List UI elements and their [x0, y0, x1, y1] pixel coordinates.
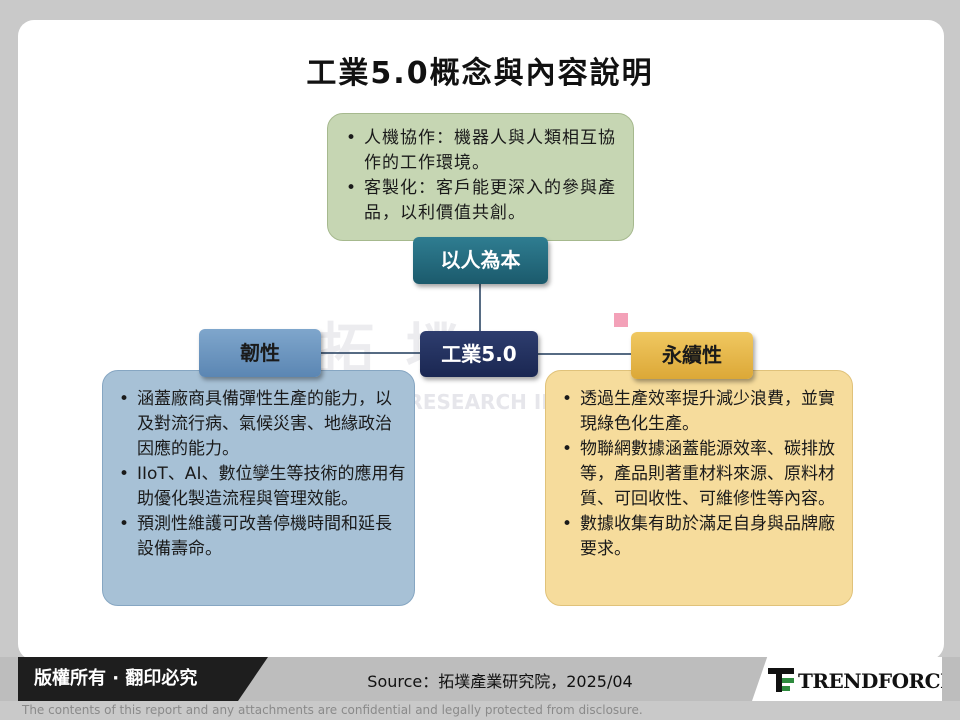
list-item: IIoT、AI、數位孿生等技術的應用有助優化製造流程與管理效能。 — [115, 462, 406, 512]
human-centric-node: 以人為本 — [413, 237, 548, 284]
trendforce-mark-icon — [768, 668, 794, 692]
list-item: 數據收集有助於滿足自身與品牌廠要求。 — [558, 512, 846, 562]
copyright-label: 版權所有 · 翻印必究 — [18, 657, 268, 701]
human-centric-box: 人機協作：機器人與人類相互協作的工作環境。 客製化：客戶能更深入的參與產品，以利… — [327, 113, 634, 241]
sustainability-box: 透過生產效率提升減少浪費，並實現綠色化生產。 物聯網數據涵蓋能源效率、碳排放等，… — [545, 370, 853, 606]
trendforce-logo: TRENDFORCE — [752, 657, 942, 701]
industry-5-node: 工業5.0 — [420, 331, 538, 377]
list-item: 物聯網數據涵蓋能源效率、碳排放等，產品則著重材料來源、原料材質、可回收性、可維修… — [558, 437, 846, 512]
resilience-node: 韌性 — [199, 329, 321, 377]
list-item: 預測性維護可改善停機時間和延長設備壽命。 — [115, 512, 406, 562]
list-item: 人機協作：機器人與人類相互協作的工作環境。 — [342, 126, 623, 176]
list-item: 涵蓋廠商具備彈性生產的能力，以及對流行病、氣候災害、地緣政治因應的能力。 — [115, 387, 406, 462]
resilience-box: 涵蓋廠商具備彈性生產的能力，以及對流行病、氣候災害、地緣政治因應的能力。 IIo… — [102, 370, 415, 606]
list-item: 客製化：客戶能更深入的參與產品，以利價值共創。 — [342, 176, 623, 226]
watermark-square — [614, 313, 628, 327]
logo-text: TRENDFORCE — [798, 669, 955, 693]
page-title: 工業5.0概念與內容說明 — [306, 56, 654, 91]
disclaimer-text: The contents of this report and any atta… — [22, 703, 643, 717]
source-text: Source：拓墣產業研究院，2025/04 — [367, 672, 633, 691]
list-item: 透過生產效率提升減少浪費，並實現綠色化生產。 — [558, 387, 846, 437]
sustainability-node: 永續性 — [631, 332, 753, 379]
